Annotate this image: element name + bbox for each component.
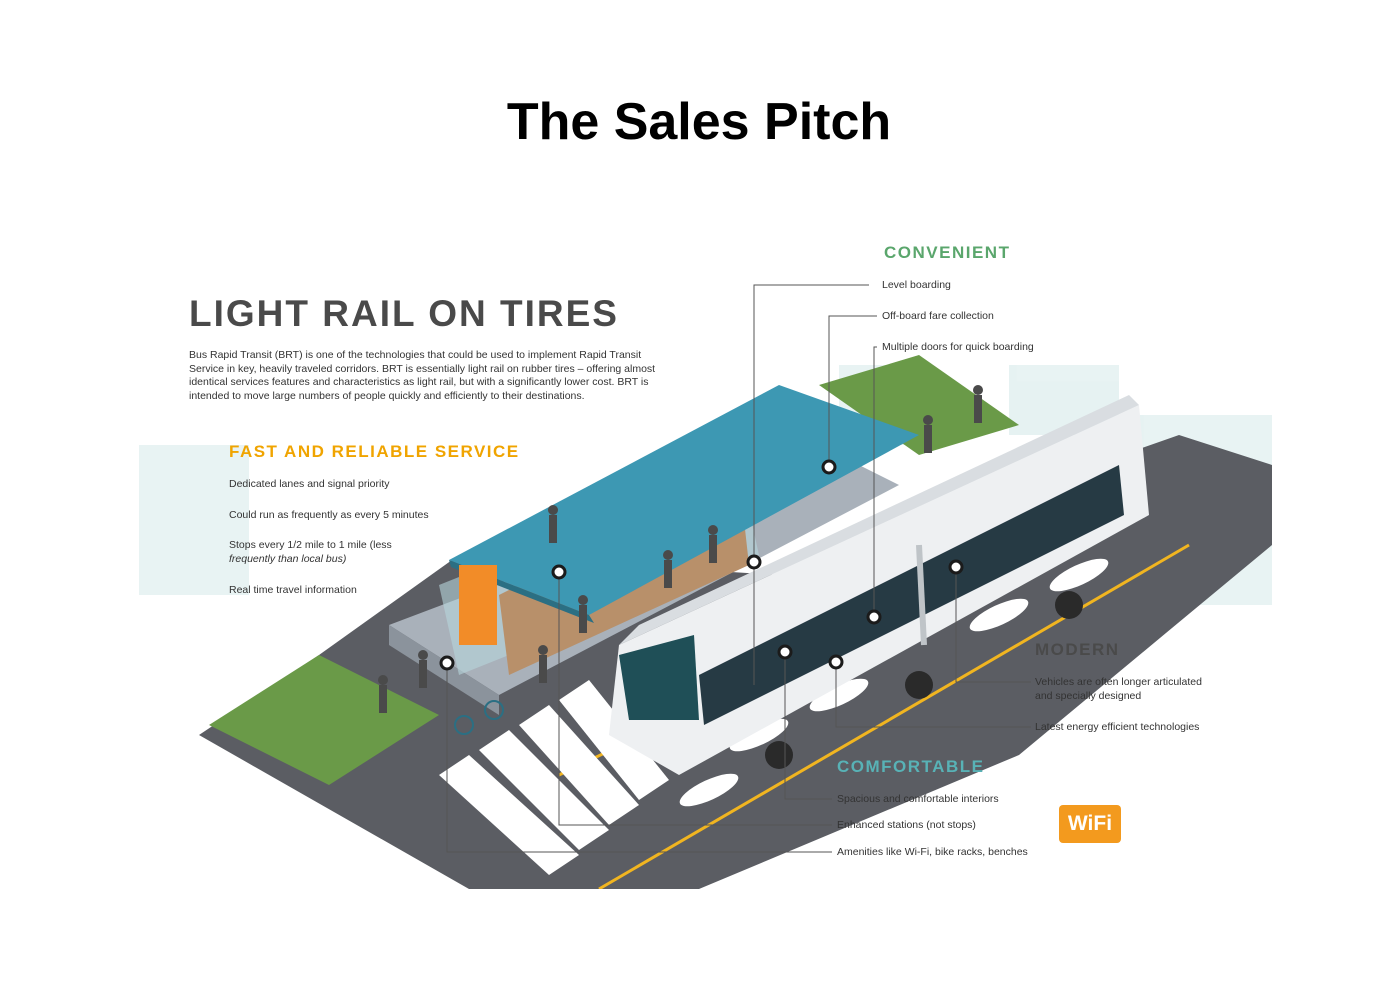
convenient-item: Off-board fare collection xyxy=(882,310,994,322)
wifi-icon: WiFi xyxy=(1059,805,1121,843)
comfortable-item: Amenities like Wi-Fi, bike racks, benche… xyxy=(837,846,1028,858)
comfortable-item: Spacious and comfortable interiors xyxy=(837,793,999,805)
modern-item: Latest energy efficient technologies xyxy=(1035,721,1200,733)
infographic-headline: LIGHT RAIL ON TIRES xyxy=(189,293,619,334)
modern-item: Vehicles are often longer articulated xyxy=(1035,676,1202,688)
bus-windshield xyxy=(619,635,699,720)
shelter-roof xyxy=(449,385,919,615)
ad-panel xyxy=(459,565,497,645)
fast-item: Real time travel information xyxy=(229,584,357,596)
modern-item: and specially designed xyxy=(1035,690,1142,702)
callout-dots xyxy=(439,459,964,671)
fast-item: Dedicated lanes and signal priority xyxy=(229,478,390,490)
slide-title: The Sales Pitch xyxy=(506,93,892,151)
brt-illustration: BUS ONLY xyxy=(139,284,1272,889)
fast-item: Could run as frequently as every 5 minut… xyxy=(229,509,429,521)
lane-markers xyxy=(679,558,1109,807)
convenient-item: Multiple doors for quick boarding xyxy=(882,341,1034,353)
fast-item: Stops every 1/2 mile to 1 mile (less xyxy=(229,539,392,551)
callout-lines xyxy=(446,284,1031,853)
bus xyxy=(609,395,1149,775)
convenient-heading: CONVENIENT xyxy=(884,243,1011,262)
bus-windows xyxy=(699,465,1124,725)
grass-area-right xyxy=(819,355,1019,455)
convenient-item: Level boarding xyxy=(882,279,951,291)
comfortable-item: Enhanced stations (not stops) xyxy=(837,819,976,831)
fast-item: frequently than local bus) xyxy=(229,553,347,565)
people xyxy=(378,385,983,713)
intro-paragraph: Bus Rapid Transit (BRT) is one of the te… xyxy=(189,349,656,402)
fast-reliable-heading: FAST AND RELIABLE SERVICE xyxy=(229,442,520,461)
comfortable-heading: COMFORTABLE xyxy=(837,757,985,776)
brt-infographic: BUS ONLY xyxy=(139,215,1272,889)
modern-heading: MODERN xyxy=(1035,640,1120,659)
crosswalk xyxy=(439,680,669,875)
bicycle xyxy=(454,700,504,735)
